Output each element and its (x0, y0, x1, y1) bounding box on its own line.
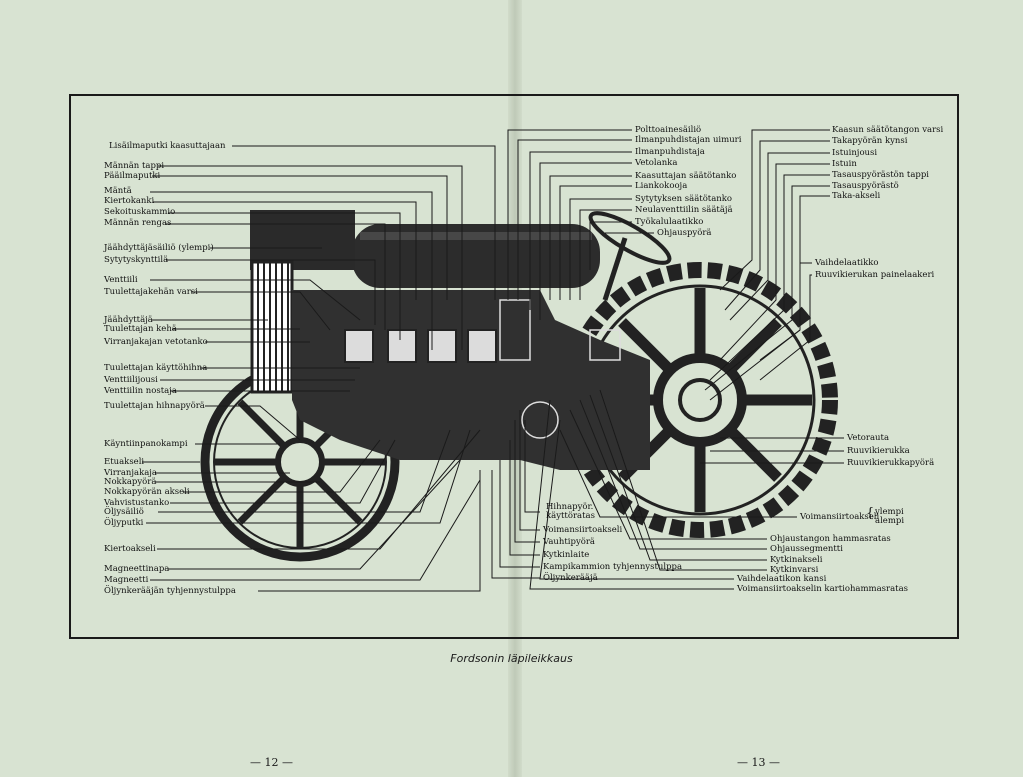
label-kytkinvarsi: Kytkinvarsi (770, 565, 819, 575)
label-kayntiinpanokampi: Käyntiinpanokampi (104, 439, 188, 449)
label-vetolanka: Vetolanka (635, 158, 678, 168)
label-ruuvikierukka: Ruuvikierukka (847, 446, 910, 456)
label-venttiilijousi: Venttiilijousi (104, 375, 158, 385)
label-kytkinakseli: Kytkinakseli (770, 555, 823, 565)
label-neulaventtiilin-saataja: Neulaventtiilin säätäjä (635, 205, 733, 215)
label-vahvistustanko: Vahvistustanko (104, 498, 170, 508)
label-etuakseli: Etuakseli (104, 457, 145, 467)
label-taka-akseli: Taka-akseli (832, 191, 881, 201)
label-ohjaussegmentti: Ohjaussegmentti (770, 544, 843, 554)
figure-caption: Fordsonin läpileikkaus (450, 652, 573, 665)
label-sekoituskammio: Sekoituskammio (104, 207, 176, 217)
label-paailmaputki: Pääilmaputki (104, 171, 161, 181)
label-sytytyskynttila: Sytytyskynttilä (104, 255, 169, 265)
page-number-left: — 12 — (250, 756, 293, 769)
label-alempi: alempi (875, 516, 905, 526)
label-kiertokanki: Kiertokanki (104, 196, 155, 206)
label-jaahdyttajasailio: Jäähdyttäjäsäiliö (ylempi) (104, 243, 214, 253)
leader-lines (142, 129, 844, 592)
engine-block-drawing (292, 290, 650, 470)
label-kaasun-saatotangon-varsi: Kaasun säätötangon varsi (832, 125, 944, 135)
label-tuulettajakehan-varsi: Tuulettajakehän varsi (104, 287, 198, 297)
label-ohjaustangon-hammasratas: Ohjaustangon hammasratas (770, 534, 891, 544)
label-voimansiirtoakseli-right: Voimansiirtoakseli (800, 512, 880, 522)
label-tasauspyoraston-tappi: Tasauspyörästön tappi (832, 170, 929, 180)
label-tuulettajan-kayttohihna: Tuulettajan käyttöhihna (104, 363, 208, 373)
label-kaasuttajan-saatotanko: Kaasuttajan säätötanko (635, 171, 737, 181)
label-sytytyksen-saatotanko: Sytytyksen säätötanko (635, 194, 733, 204)
label-voimansiirtoakseli-center: Voimansiirtoakseli (543, 525, 623, 535)
label-polttoainesailio: Polttoainesäiliö (635, 125, 702, 135)
label-takapyoran-kynsi: Takapyörän kynsi (832, 136, 908, 146)
label-vetorauta: Vetorauta (847, 433, 890, 443)
label-ilmanpuhdistajan-uimuri: Ilmanpuhdistajan uimuri (635, 135, 742, 145)
label-istuin: Istuin (832, 159, 857, 169)
label-vaihdelaatikko: Vaihdelaatikko (815, 258, 879, 268)
label-nokkapyora: Nokkapyörä (104, 477, 157, 487)
label-oljyputki: Öljyputki (104, 518, 144, 528)
brace-symbol: { (866, 506, 875, 521)
label-mannan-tappi: Männän tappi (104, 161, 165, 171)
label-hihnapyor-kayttoratas: Hihnapyör. käyttöratas (546, 502, 595, 521)
label-tyokalulaatikko: Työkalulaatikko (635, 217, 704, 227)
label-virranjakaja: Virranjakaja (104, 468, 158, 478)
label-tuulettajan-keha: Tuulettajan kehä (104, 324, 177, 334)
label-manta: Mäntä (104, 186, 132, 196)
diagram-frame (69, 94, 959, 639)
label-tasauspyorasto: Tasauspyörästö (832, 181, 899, 191)
label-kytkinlaite: Kytkinlaite (543, 550, 590, 560)
label-kampikammion-tyhjennystulppa: Kampikammion tyhjennystulppa (543, 562, 683, 572)
label-voimansiirtoakselin-kartiohammasratas: Voimansiirtoakselin kartiohammasratas (737, 584, 909, 594)
label-ylempi: ylempi (875, 507, 904, 517)
label-lisailmaputki: Lisäilmaputki kaasuttajaan (109, 141, 226, 151)
label-ohjauspyora: Ohjauspyörä (657, 228, 712, 238)
label-venttiili: Venttiili (104, 275, 138, 285)
steering-wheel-drawing (588, 211, 672, 301)
label-magneettinapa: Magneettinapa (104, 564, 170, 574)
label-vaihdelaatikon-kansi: Vaihdelaatikon kansi (737, 574, 827, 584)
fuel-tank-drawing (352, 224, 600, 288)
label-ruuvikierukan-painelaakeri: Ruuvikierukan painelaakeri (815, 270, 935, 280)
label-virranjakajan-vetotanko: Virranjakajan vetotanko (104, 337, 208, 347)
label-oljysailio: Öljysäiliö (104, 507, 144, 517)
label-liankokooja: Liankokooja (635, 181, 688, 191)
label-mannan-rengas: Männän rengas (104, 218, 172, 228)
label-ruuvikierukkapyora: Ruuvikierukkapyörä (847, 458, 935, 468)
label-vauhtipyora: Vauhtipyörä (543, 537, 596, 547)
label-oljynkeraajan-tyhjennystulppa: Öljynkerääjän tyhjennystulppa (104, 586, 236, 596)
label-oljynkeraaja: Öljynkerääjä (543, 573, 598, 583)
page-number-right: — 13 — (737, 756, 780, 769)
label-venttiilin-nostaja: Venttiilin nostaja (104, 386, 177, 396)
label-istuinjousi: Istuinjousi (832, 148, 878, 158)
label-magneetti: Magneetti (104, 575, 149, 585)
label-jaahdyttaja: Jäähdyttäjä (104, 315, 153, 325)
label-ilmanpuhdistaja: Ilmanpuhdistaja (635, 147, 705, 157)
label-kiertoakseli: Kiertoakseli (104, 544, 156, 554)
label-tuulettajan-hihnapyora: Tuulettajan hihnapyörä (104, 401, 205, 411)
label-nokkapyoran-akseli: Nokkapyörän akseli (104, 487, 190, 497)
